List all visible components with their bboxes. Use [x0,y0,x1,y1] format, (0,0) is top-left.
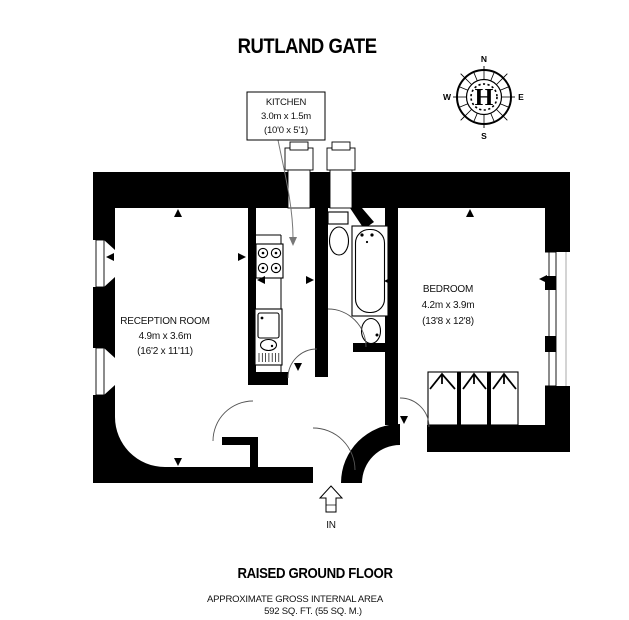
wall-left-lower [93,395,115,467]
bedroom-imperial: (13'8 x 12'8) [422,316,474,327]
wardrobe-icon [427,371,519,426]
wall-right-upper [545,172,570,252]
area-line1: APPROXIMATE GROSS INTERNAL AREA [207,594,384,605]
bedroom-label: BEDROOM 4.2m x 3.9m (13'8 x 12'8) [422,284,475,327]
area-line2: 592 SQ. FT. (55 SQ. M.) [264,606,362,617]
sink-icon [254,308,283,366]
wall-left-upper [93,172,115,240]
dimension-markers [106,209,547,466]
wall-bathroom-diagonal [350,208,374,229]
bedroom-metric: 4.2m x 3.9m [422,300,475,311]
entrance-arrow-icon [318,485,344,513]
wall-entrance-curve [341,424,400,483]
door-arc-entrance [312,427,356,471]
window-reception-lower [95,347,115,396]
reception-label: RECEPTION ROOM 4.9m x 3.6m (16'2 x 11'11… [120,316,210,357]
wall-reception-kitchen [248,208,256,385]
entrance-label: IN [326,520,336,531]
wall-hall-jamb-v [250,437,258,467]
wall-right-lower [545,386,570,452]
floor-title: RAISED GROUND FLOOR [237,564,392,581]
bathtub-icon [351,225,389,317]
window-bedroom [545,251,567,387]
wall-corner-fillet [115,417,165,467]
wall-kitchen-bathroom [315,208,328,377]
door-arc-bathroom [327,308,367,348]
reception-metric: 4.9m x 3.6m [139,331,192,342]
leader-arrowhead-icon [289,237,297,246]
compass-north-label: N [481,54,487,64]
reception-imperial: (16'2 x 11'11) [137,346,193,357]
compass-south-label: S [481,131,487,141]
wall-left-middle [93,287,115,348]
door-arc-kitchen [287,348,318,379]
compass-west-label: W [443,92,452,102]
floor-plan [93,141,570,483]
compass-east-label: E [518,92,524,102]
kitchen-metric: 3.0m x 1.5m [261,111,311,122]
compass-rose-icon: H N E S W [443,54,524,141]
compass-center-letter: H [475,85,494,111]
window-reception-upper [95,239,115,288]
kitchen-label-box: KITCHEN 3.0m x 1.5m (10'0 x 5'1) [246,91,326,246]
toilet-icon [327,211,350,256]
chimney-flues [284,141,356,209]
kitchen-name: KITCHEN [266,97,307,108]
basin-icon [360,317,382,345]
kitchen-imperial: (10'0 x 5'1) [264,125,308,136]
door-arc-reception [212,400,254,442]
reception-name: RECEPTION ROOM [120,316,209,327]
stove-icon [255,243,284,279]
wall-kitchen-bottom-stub [248,372,288,385]
bedroom-name: BEDROOM [423,284,473,295]
wall-bottom-left [93,467,313,483]
page-title: RUTLAND GATE [238,35,377,58]
wall-hall-jamb-h [222,437,258,445]
door-arc-bedroom [399,397,430,428]
wall-bathroom-bottom [353,343,388,352]
